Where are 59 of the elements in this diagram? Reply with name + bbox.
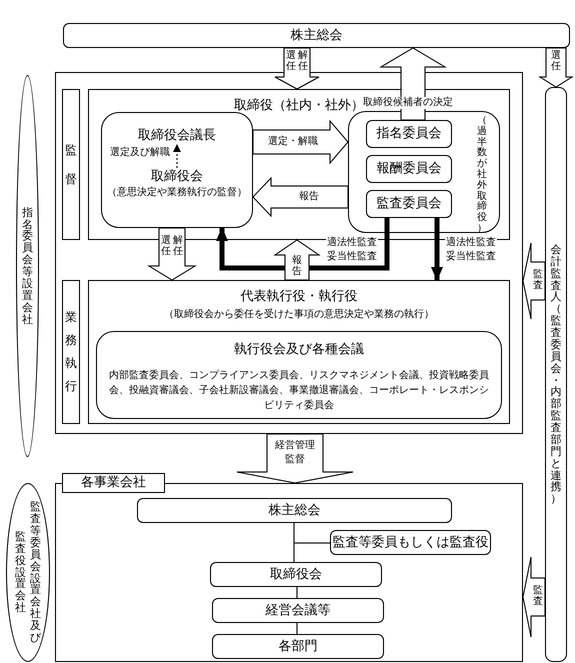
rounded-panel (96, 331, 502, 419)
vertical-label: 指名委員会等設置会社 (22, 206, 33, 326)
edge-label: 取締役候補者の決定 (362, 97, 454, 109)
connector-line (296, 622, 298, 634)
vertical-bar (545, 87, 567, 662)
edge-label: 報告 (298, 191, 320, 203)
box-outline (55, 72, 523, 434)
vertical-label: 監査等委員会設置会社及び (30, 501, 41, 644)
box-label: 株主総会 (268, 502, 320, 520)
box-label: 各部門 (278, 638, 318, 656)
edge-label: 選定・解職 (267, 136, 319, 148)
edge-label: 監査 (533, 586, 543, 608)
block-arrow (252, 176, 348, 218)
box-label: 株主総会 (290, 26, 342, 45)
heading-text: 取締役会議長 (121, 128, 233, 144)
rounded-box (212, 634, 384, 659)
rounded-box (63, 23, 570, 48)
box-label: 監査等委員もしくは監査役 (332, 534, 488, 552)
heading-text: 取締役会 (151, 168, 203, 186)
box-label: 監査委員会 (376, 195, 442, 214)
rounded-box (366, 120, 452, 148)
committee-list: 内部監査委員会、コンプライアンス委員会、リスクマネジメント会議、投資戦略委員会、投融資審議会、子会社新設審議会、事業撤退審議会、コーポレート・レスポンシビリティ委員会 (109, 368, 489, 413)
rounded-box (366, 190, 452, 218)
subtitle-text: （意思決定や業務執行の監督） (107, 186, 247, 200)
connector-line (296, 586, 298, 598)
edge-label: 報告 (292, 256, 302, 278)
vertical-label: 監督 (65, 144, 77, 186)
box-label: 経営会議等 (266, 602, 330, 620)
section-frame (88, 280, 510, 424)
edge-label: 選定及び解職 (109, 147, 171, 159)
box-outline (101, 112, 253, 228)
vertical-label: 業務執行 (65, 311, 77, 393)
rounded-box (137, 498, 452, 523)
vertical-label: 会計監査人（監査委員会・内部監査部門と連携） (550, 244, 562, 506)
rounded-box (212, 598, 384, 623)
rounded-panel (348, 111, 500, 233)
side-label-box (62, 280, 80, 424)
edge-label: 選任 (551, 51, 561, 73)
vertical-label: 監査役設置会社 (15, 530, 26, 614)
dotted-arrow (173, 144, 181, 168)
thick-arrow (216, 218, 390, 270)
panel-title: 執行役会及び各種会議 (234, 341, 364, 359)
edge-label: 監査 (533, 270, 543, 292)
section-subtitle: （取締役会から委任を受けた事項の意思決定や業務の執行） (164, 308, 434, 321)
tab-label: 各事業会社 (62, 473, 165, 493)
section-title: 代表執行役・執行役 (240, 289, 358, 305)
edge-label: 適法性監査妥当性監査 (445, 236, 497, 264)
connector-line (294, 522, 330, 544)
box-label: 指名委員会 (376, 125, 442, 144)
section-title: 取締役（社内・社外） (234, 98, 364, 114)
side-label-box (62, 89, 80, 240)
box-label: 取締役会 (270, 566, 322, 584)
thick-arrow (431, 218, 443, 281)
box-label: 報酬委員会 (376, 160, 442, 178)
edge-label: 選任解任 (161, 236, 183, 258)
edge-label: 選任解任 (286, 51, 308, 73)
rounded-box (210, 562, 382, 587)
rounded-box (366, 155, 452, 183)
edge-label: 適法性監査妥当性監査 (326, 236, 378, 264)
